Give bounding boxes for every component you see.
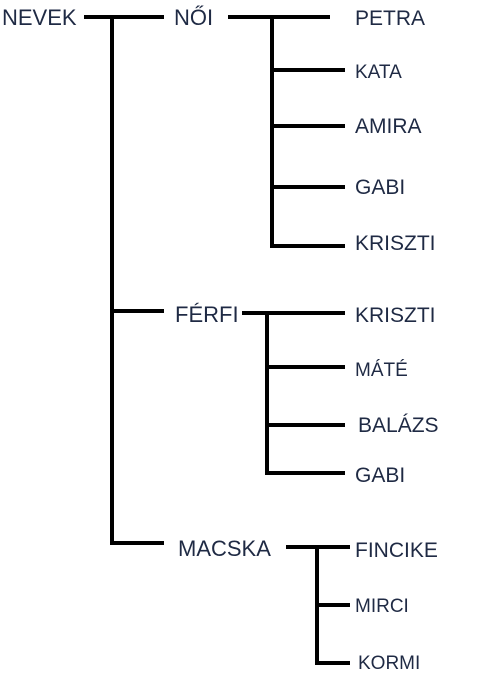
leaf-label-kata: KATA xyxy=(355,62,402,83)
leaf-label-balazs: BALÁZS xyxy=(358,414,439,437)
category-label-macska: MACSKA xyxy=(178,536,271,561)
leaf-label-mate: MÁTÉ xyxy=(355,360,408,381)
leaf-label-mirci: MIRCI xyxy=(355,596,409,617)
leaf-label-kriszti-ferfi: KRISZTI xyxy=(355,304,436,327)
leaf-label-amira: AMIRA xyxy=(355,115,422,138)
leaf-label-petra: PETRA xyxy=(355,7,425,30)
leaf-label-gabi: GABI xyxy=(355,176,405,199)
category-label-ferfi: FÉRFI xyxy=(175,302,239,327)
leaf-label-gabi-ferfi: GABI xyxy=(355,464,405,487)
leaf-label-kriszti: KRISZTI xyxy=(355,232,436,255)
leaf-label-kormi: KORMI xyxy=(358,653,420,674)
category-label-noi: NŐI xyxy=(174,5,213,30)
root-label: NEVEK xyxy=(2,5,77,30)
leaf-label-fincike: FINCIKE xyxy=(355,539,438,562)
